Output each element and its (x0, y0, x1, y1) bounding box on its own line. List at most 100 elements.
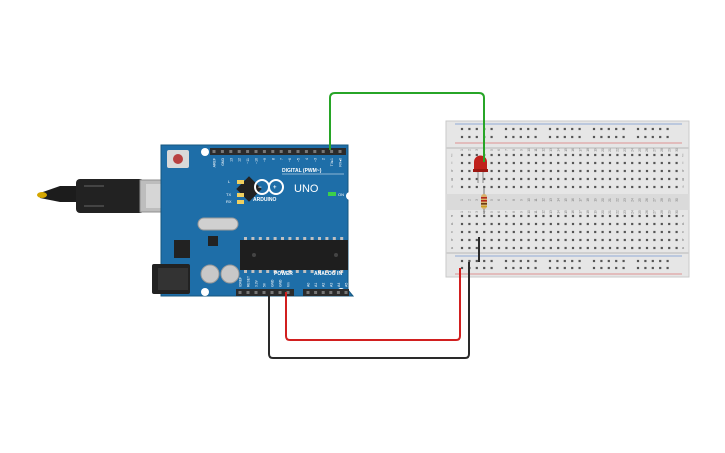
breadboard-hole[interactable] (556, 135, 559, 139)
power-pin-hole[interactable] (278, 291, 282, 294)
breadboard-hole[interactable] (563, 259, 566, 263)
breadboard-hole[interactable] (608, 161, 612, 165)
breadboard-hole[interactable] (578, 135, 581, 139)
analog-pin-hole[interactable] (321, 291, 325, 294)
breadboard-hole[interactable] (490, 161, 493, 165)
breadboard-hole[interactable] (490, 153, 493, 157)
breadboard-hole[interactable] (616, 169, 619, 173)
breadboard-hole[interactable] (497, 222, 501, 226)
breadboard-hole[interactable] (512, 135, 515, 139)
breadboard-hole[interactable] (527, 214, 530, 218)
breadboard-hole[interactable] (623, 238, 626, 242)
breadboard-hole[interactable] (549, 246, 552, 250)
breadboard-hole[interactable] (645, 230, 649, 234)
breadboard-hole[interactable] (608, 222, 612, 226)
breadboard-hole[interactable] (668, 153, 671, 157)
breadboard-hole[interactable] (615, 135, 618, 139)
breadboard-hole[interactable] (520, 161, 523, 165)
breadboard-hole[interactable] (534, 169, 538, 173)
breadboard-hole[interactable] (600, 135, 603, 139)
breadboard-hole[interactable] (653, 238, 656, 242)
breadboard-hole[interactable] (468, 169, 471, 173)
breadboard-hole[interactable] (579, 161, 582, 165)
breadboard-hole[interactable] (594, 177, 597, 181)
breadboard-hole[interactable] (542, 222, 545, 226)
breadboard-hole[interactable] (527, 177, 530, 181)
breadboard-hole[interactable] (644, 135, 647, 139)
breadboard-hole[interactable] (564, 153, 567, 157)
signal-wire[interactable] (329, 92, 485, 162)
breadboard-hole[interactable] (631, 177, 634, 181)
breadboard-hole[interactable] (564, 169, 567, 173)
breadboard-hole[interactable] (520, 214, 523, 218)
breadboard-hole[interactable] (520, 185, 523, 189)
breadboard-hole[interactable] (549, 214, 552, 218)
breadboard-hole[interactable] (600, 259, 603, 263)
breadboard-hole[interactable] (594, 214, 597, 218)
digital-pin-hole[interactable] (330, 150, 334, 153)
breadboard-hole[interactable] (638, 185, 641, 189)
breadboard-hole[interactable] (512, 214, 515, 218)
breadboard-hole[interactable] (490, 238, 493, 242)
breadboard-hole[interactable] (631, 230, 634, 234)
breadboard-hole[interactable] (512, 177, 515, 181)
breadboard-hole[interactable] (660, 161, 663, 165)
breadboard-hole[interactable] (675, 177, 678, 181)
breadboard-hole[interactable] (594, 185, 597, 189)
breadboard-hole[interactable] (475, 214, 478, 218)
breadboard-hole[interactable] (542, 153, 545, 157)
breadboard-hole[interactable] (475, 185, 478, 189)
breadboard-hole[interactable] (636, 259, 640, 263)
breadboard-hole[interactable] (504, 266, 508, 270)
breadboard-hole[interactable] (586, 161, 589, 165)
breadboard-hole[interactable] (520, 230, 523, 234)
breadboard-hole[interactable] (512, 230, 515, 234)
breadboard-hole[interactable] (534, 266, 537, 270)
breadboard-hole[interactable] (460, 135, 464, 139)
breadboard-hole[interactable] (549, 238, 552, 242)
analog-pin-hole[interactable] (336, 291, 340, 294)
breadboard-hole[interactable] (600, 127, 603, 131)
breadboard-hole[interactable] (660, 222, 663, 226)
breadboard-hole[interactable] (645, 246, 649, 250)
breadboard-hole[interactable] (557, 169, 560, 173)
power-pin-hole[interactable] (246, 291, 250, 294)
breadboard-hole[interactable] (594, 161, 597, 165)
breadboard-hole[interactable] (460, 169, 464, 173)
breadboard-hole[interactable] (594, 222, 597, 226)
breadboard-hole[interactable] (644, 266, 647, 270)
breadboard-hole[interactable] (490, 246, 493, 250)
breadboard-hole[interactable] (578, 127, 581, 131)
power-pin-hole[interactable] (238, 291, 242, 294)
breadboard-hole[interactable] (505, 169, 508, 173)
breadboard-hole[interactable] (527, 127, 530, 131)
breadboard-hole[interactable] (666, 259, 669, 263)
breadboard-hole[interactable] (615, 127, 618, 131)
breadboard-hole[interactable] (645, 169, 649, 173)
breadboard-hole[interactable] (564, 214, 567, 218)
breadboard-hole[interactable] (460, 246, 464, 250)
breadboard-hole[interactable] (592, 127, 596, 131)
breadboard-hole[interactable] (527, 161, 530, 165)
breadboard-hole[interactable] (497, 238, 501, 242)
digital-pin-hole[interactable] (296, 150, 300, 153)
breadboard-hole[interactable] (631, 169, 634, 173)
breadboard-hole[interactable] (460, 230, 464, 234)
breadboard-hole[interactable] (592, 135, 596, 139)
breadboard-hole[interactable] (616, 238, 619, 242)
breadboard-hole[interactable] (512, 169, 515, 173)
breadboard-hole[interactable] (549, 222, 552, 226)
breadboard-hole[interactable] (468, 153, 471, 157)
breadboard-hole[interactable] (468, 238, 471, 242)
breadboard-hole[interactable] (571, 259, 574, 263)
breadboard-hole[interactable] (564, 222, 567, 226)
breadboard-hole[interactable] (668, 161, 671, 165)
breadboard-hole[interactable] (631, 161, 634, 165)
breadboard-hole[interactable] (660, 185, 663, 189)
breadboard-hole[interactable] (527, 259, 530, 263)
breadboard-hole[interactable] (622, 135, 625, 139)
digital-pin-hole[interactable] (237, 150, 241, 153)
breadboard-hole[interactable] (520, 246, 523, 250)
breadboard-hole[interactable] (505, 238, 508, 242)
